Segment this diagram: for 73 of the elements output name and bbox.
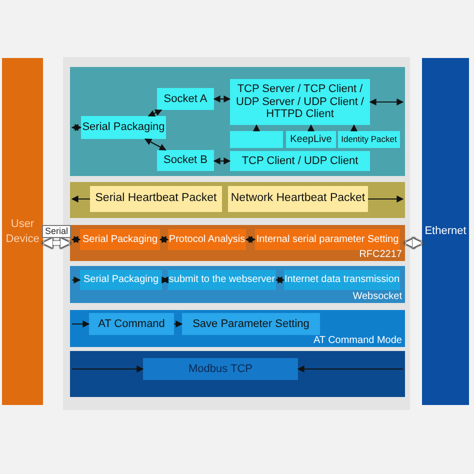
arrow	[297, 366, 404, 372]
box-label: AT Command	[98, 318, 165, 330]
function-box	[81, 116, 166, 139]
function-box	[286, 131, 336, 148]
layer-band	[70, 67, 405, 176]
function-box	[80, 229, 160, 250]
box-label: Modbus TCP	[188, 362, 252, 376]
double-arrow	[403, 237, 424, 249]
arrow	[71, 124, 82, 131]
function-box	[157, 88, 214, 110]
arrow	[159, 236, 169, 243]
layer-label: AT Command Mode	[313, 335, 402, 346]
box-label: TCP Server / TCP Client / UDP Server / UDP Client / HTTPD Client	[235, 83, 365, 121]
function-box	[157, 150, 214, 171]
arrow	[144, 138, 166, 150]
function-box	[143, 358, 298, 380]
arrow	[368, 196, 404, 202]
function-box	[228, 186, 368, 212]
arrow	[245, 236, 256, 243]
arrow	[174, 320, 183, 328]
function-box	[80, 270, 162, 290]
layer-band	[70, 182, 405, 218]
arrow	[253, 124, 260, 132]
function-box	[230, 151, 370, 171]
edge-label: Serial	[42, 225, 71, 238]
layer-band	[70, 225, 405, 261]
function-box	[89, 313, 174, 335]
arrow	[275, 276, 285, 284]
arrow	[369, 98, 404, 106]
function-box	[338, 131, 400, 148]
layer-label: RFC2217	[359, 249, 402, 260]
box-label: TCP Client / UDP Client	[242, 154, 358, 168]
arrow	[350, 124, 358, 132]
function-box	[230, 131, 283, 148]
layer-band	[70, 351, 405, 397]
arrow	[72, 320, 90, 328]
box-label: Internet data transmission	[284, 274, 400, 286]
bar-label: User Device	[4, 217, 40, 246]
box-label: Socket B	[163, 154, 208, 167]
arrow	[72, 276, 81, 284]
box-label: Protocol Analysis	[168, 234, 246, 246]
box-label: submit to the webserver	[168, 274, 276, 286]
function-box	[168, 270, 276, 290]
box-label: Serial Packaging	[82, 234, 158, 246]
function-box	[168, 229, 246, 250]
device-bar	[422, 58, 469, 405]
layer-band	[70, 266, 405, 303]
arrow	[161, 276, 169, 284]
box-label: Serial Heartbeat Packet	[95, 192, 217, 206]
arrow	[213, 96, 231, 102]
box-label: Save Parameter Setting	[192, 318, 310, 330]
box-label: Serial Packaging	[83, 274, 159, 286]
box-label: Serial Packaging	[82, 121, 165, 134]
box-label: KeepLive	[290, 134, 332, 146]
double-arrow	[41, 237, 72, 249]
arrow	[71, 196, 90, 202]
box-label: Network Heartbeat Packet	[230, 192, 366, 206]
box-label: Identity Packet	[341, 134, 397, 144]
arrow	[213, 158, 231, 164]
device-bar	[2, 58, 43, 405]
function-box	[284, 270, 400, 290]
function-box	[90, 186, 222, 212]
arrow	[71, 236, 81, 243]
arrow	[72, 366, 144, 372]
box-label: Socket A	[164, 92, 208, 106]
arrow	[148, 109, 162, 117]
function-box	[182, 313, 320, 335]
box-label: Internal serial parameter Setting	[256, 234, 399, 246]
arrow	[308, 124, 314, 132]
layer-band	[70, 310, 405, 347]
layer-label: Websocket	[352, 291, 402, 302]
function-box	[255, 229, 400, 250]
bar-label: Ethernet	[424, 224, 466, 239]
